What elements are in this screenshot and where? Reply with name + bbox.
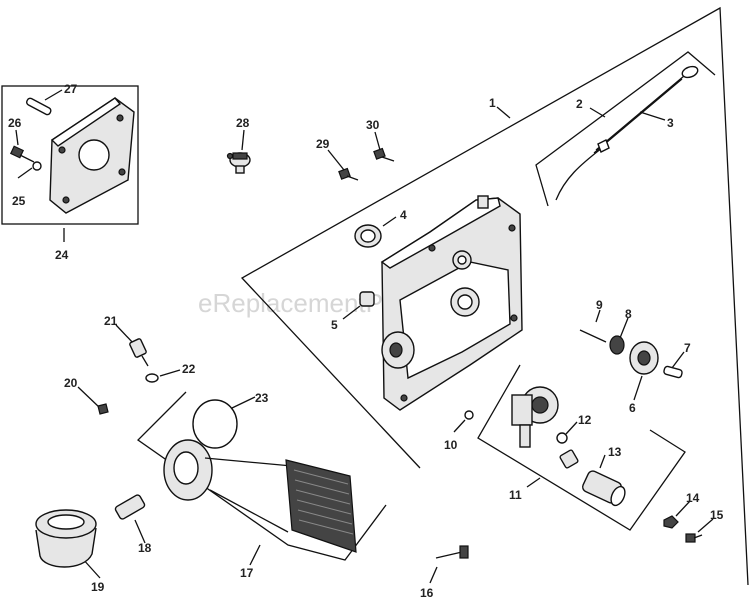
plug-20 xyxy=(97,403,109,415)
callout-16: 16 xyxy=(420,586,434,600)
dowel-pin xyxy=(26,97,52,116)
dipstick xyxy=(593,65,699,154)
callout-9: 9 xyxy=(596,298,603,312)
thrust-washer-8 xyxy=(609,335,625,355)
callout-2: 2 xyxy=(576,97,583,111)
callout-5: 5 xyxy=(331,318,338,332)
gear-6 xyxy=(629,341,659,375)
oil-pressure-switch xyxy=(226,152,251,174)
callout-30: 30 xyxy=(366,118,380,132)
callout-20: 20 xyxy=(64,376,78,390)
screw-30 xyxy=(373,147,395,162)
adapter-plate xyxy=(49,97,135,214)
callout-21: 21 xyxy=(104,314,118,328)
pressure-relief-valve xyxy=(581,470,626,507)
bolt-16 xyxy=(435,545,469,559)
callout-17: 17 xyxy=(240,566,254,580)
callout-23: 23 xyxy=(255,391,269,405)
oil-seal xyxy=(354,224,382,248)
sensor-21 xyxy=(129,338,149,367)
leader-lines xyxy=(15,89,714,584)
callout-22: 22 xyxy=(182,362,196,376)
dipstick-tube xyxy=(555,139,610,201)
callout-28: 28 xyxy=(236,116,250,130)
pin-7 xyxy=(663,365,683,379)
assembly-24-box xyxy=(1,85,139,225)
assembly-1-outline xyxy=(240,6,749,586)
callout-25: 25 xyxy=(12,194,26,208)
callout-14: 14 xyxy=(686,491,700,505)
washer-25 xyxy=(32,161,42,171)
callout-12: 12 xyxy=(578,413,592,427)
o-ring-22 xyxy=(145,373,159,383)
screw-26 xyxy=(9,145,35,163)
shaft-9 xyxy=(579,329,607,343)
oil-cooler xyxy=(163,439,357,553)
callout-24: 24 xyxy=(55,248,69,262)
callout-4: 4 xyxy=(400,208,407,222)
callout-labels: 1 2 3 4 5 6 7 8 9 10 11 12 13 14 15 16 1… xyxy=(8,82,724,600)
callout-13: 13 xyxy=(608,445,622,459)
callout-19: 19 xyxy=(91,580,105,594)
callout-10: 10 xyxy=(444,438,458,452)
o-ring-12 xyxy=(556,432,568,444)
callout-6: 6 xyxy=(629,401,636,415)
callout-26: 26 xyxy=(8,116,22,130)
callout-1: 1 xyxy=(489,96,496,110)
crankcase-cover xyxy=(380,195,523,411)
nut-14 xyxy=(663,515,679,529)
callout-27: 27 xyxy=(64,82,78,96)
o-ring-10 xyxy=(464,410,474,420)
callout-18: 18 xyxy=(138,541,152,555)
assembly-2-outline xyxy=(535,51,716,207)
pump-fitting xyxy=(559,449,579,469)
oil-filter xyxy=(35,509,97,568)
nipple-18 xyxy=(114,494,146,520)
callout-11: 11 xyxy=(509,488,522,502)
callout-29: 29 xyxy=(316,137,330,151)
plug-5 xyxy=(359,291,375,307)
oil-cooler-gasket xyxy=(192,399,238,449)
callout-15: 15 xyxy=(710,508,724,522)
oil-pump xyxy=(511,386,559,448)
screw-29 xyxy=(338,167,359,181)
callout-8: 8 xyxy=(625,307,632,321)
callout-7: 7 xyxy=(684,341,691,355)
screw-15 xyxy=(685,533,703,543)
callout-3: 3 xyxy=(667,116,674,130)
assembly-11-outline xyxy=(477,364,686,531)
assembly-17-outline xyxy=(136,391,387,561)
